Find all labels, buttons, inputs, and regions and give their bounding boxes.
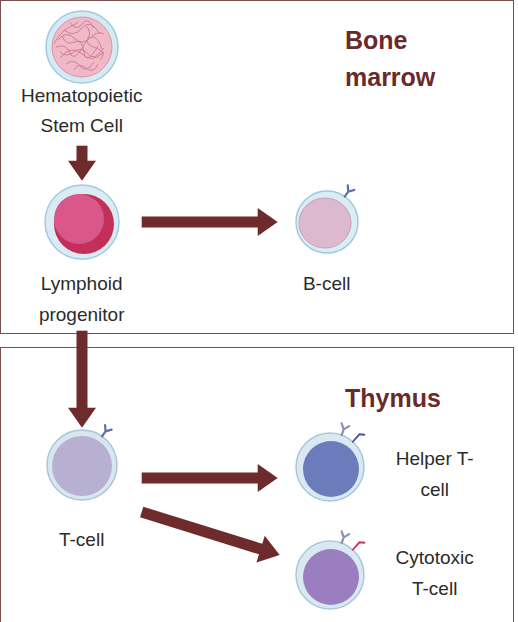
cell-label: Lymphoid progenitor — [22, 268, 142, 330]
cell-label: T-cell — [22, 524, 142, 555]
cell-node: Cytotoxic T-cell — [280, 538, 490, 614]
panel-title: Thymus — [345, 380, 470, 417]
receptor — [338, 423, 349, 436]
co-receptor — [353, 540, 365, 552]
helper-cell-illustration — [296, 423, 364, 501]
cell-label: Helper T-cell — [390, 443, 480, 505]
chromatin-strand — [54, 22, 78, 44]
arrow-head — [68, 161, 96, 181]
cell-membrane — [46, 11, 118, 83]
chromatin-strand — [86, 26, 103, 60]
nucleus-texture — [54, 21, 104, 70]
arrow-connector — [142, 208, 278, 236]
b-cell-illustration — [296, 185, 358, 253]
cell-label: B-cell — [278, 268, 376, 299]
arrow-connector — [142, 512, 280, 562]
organ-panel: Bone marrowHematopoietic Stem CellLympho… — [0, 0, 514, 334]
cell-label: Hematopoietic Stem Cell — [12, 81, 152, 141]
panel-title: Bone marrow — [345, 22, 470, 96]
cell-nucleus — [54, 194, 114, 254]
co-receptor — [353, 432, 365, 444]
cell-membrane — [47, 430, 117, 500]
arrow-head — [258, 464, 278, 492]
cell-node: Lymphoid progenitor — [22, 181, 142, 331]
cell-node: T-cell — [22, 428, 142, 556]
chromatin-strand — [74, 64, 98, 70]
stem-cell-illustration — [46, 11, 118, 83]
nucleus-highlight — [54, 194, 104, 244]
cell-node: Helper T-cell — [278, 430, 490, 506]
organ-panel: ThymusT-cell Helper T-cellCytotoxic T-cel… — [0, 347, 514, 622]
t-cell-illustration — [47, 425, 117, 500]
chromatin-strand — [56, 37, 102, 57]
cell-membrane — [296, 541, 364, 609]
cell-membrane — [296, 191, 358, 253]
chromatin-strand — [64, 24, 100, 34]
arrow-connector — [68, 331, 96, 428]
receptor — [342, 185, 355, 199]
cell-nucleus — [52, 17, 112, 77]
cell-nucleus — [52, 436, 112, 496]
chromatin-strand — [60, 50, 104, 59]
progenitor-illustration — [45, 185, 119, 259]
arrow-head — [68, 408, 96, 428]
cytotoxic-cell-illustration — [296, 531, 364, 609]
arrow-shaft — [142, 512, 262, 549]
cell-node: Hematopoietic Stem Cell — [12, 10, 152, 146]
cell-nucleus — [303, 549, 359, 605]
receptor — [338, 531, 349, 544]
cell-node: B-cell — [278, 181, 376, 300]
cell-nucleus — [303, 441, 359, 497]
arrow-connector — [68, 146, 96, 181]
receptor — [99, 425, 112, 439]
arrow-shaft — [77, 331, 88, 409]
cell-membrane — [45, 185, 119, 259]
arrow-connector — [142, 464, 278, 492]
cell-nucleus — [299, 198, 351, 248]
cell-label: Cytotoxic T-cell — [390, 542, 480, 604]
cell-membrane — [296, 433, 364, 501]
arrow-head — [256, 536, 279, 563]
arrow-shaft — [142, 217, 259, 228]
arrow-shaft — [77, 146, 88, 162]
arrow-shaft — [142, 473, 259, 484]
arrow-head — [258, 208, 278, 236]
chromatin-strand — [70, 21, 94, 28]
